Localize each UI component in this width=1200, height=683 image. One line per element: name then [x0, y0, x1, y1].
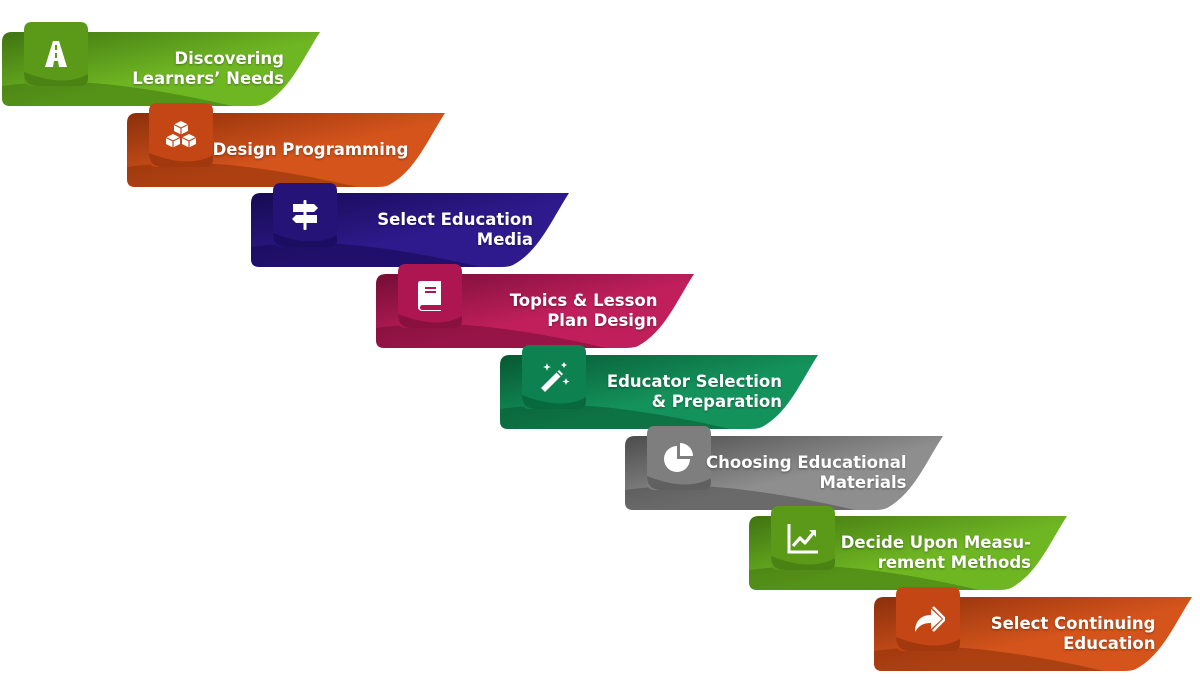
process-step: Select Continuing Education [873, 586, 1194, 673]
process-step: Choosing Educational Materials [624, 425, 945, 512]
step-label: Design Programming [199, 111, 409, 189]
step-label: Decide Upon Measu- rement Methods [821, 514, 1031, 592]
process-step: Discovering Learners’ Needs [2, 22, 322, 108]
process-step: Topics & Lesson Plan Design [375, 264, 696, 350]
step-label-text: Choosing Educational Materials [706, 452, 907, 492]
signpost-icon [292, 200, 318, 231]
step-label-text: Select Continuing Education [990, 613, 1156, 653]
step-label: Choosing Educational Materials [697, 434, 907, 512]
step-label: Select Continuing Education [946, 595, 1156, 673]
step-label: Topics & Lesson Plan Design [448, 272, 658, 350]
process-step: Select Education Media [251, 183, 571, 269]
icon-tile [646, 425, 711, 490]
pie-chart-icon [663, 442, 693, 472]
cubes-icon [165, 120, 196, 148]
road-icon [45, 41, 67, 67]
line-chart-icon [787, 524, 818, 554]
step-label: Educator Selection & Preparation [572, 353, 782, 431]
share-arrow-icon [914, 606, 945, 632]
step-label-text: Design Programming [212, 139, 409, 159]
icon-tile [522, 344, 586, 409]
icon-tile [24, 22, 88, 86]
step-label-text: Decide Upon Measu- rement Methods [840, 533, 1031, 573]
process-step: Design Programming [126, 102, 447, 189]
step-label: Discovering Learners’ Needs [74, 30, 284, 108]
step-label-text: Topics & Lesson Plan Design [509, 291, 658, 331]
step-label-text: Educator Selection & Preparation [606, 371, 782, 411]
book-icon [417, 281, 441, 312]
process-step: Educator Selection & Preparation [500, 344, 820, 431]
step-label-text: Select Education Media [377, 210, 533, 250]
icon-tile [148, 102, 213, 167]
icon-tile [895, 586, 960, 651]
icon-tile [771, 506, 835, 571]
step-label-text: Discovering Learners’ Needs [132, 49, 284, 88]
magic-wand-icon [541, 361, 570, 392]
step-label: Select Education Media [323, 191, 533, 269]
icon-tile [273, 183, 337, 248]
process-step: Decide Upon Measu- rement Methods [749, 506, 1069, 592]
icon-tile [397, 264, 462, 329]
